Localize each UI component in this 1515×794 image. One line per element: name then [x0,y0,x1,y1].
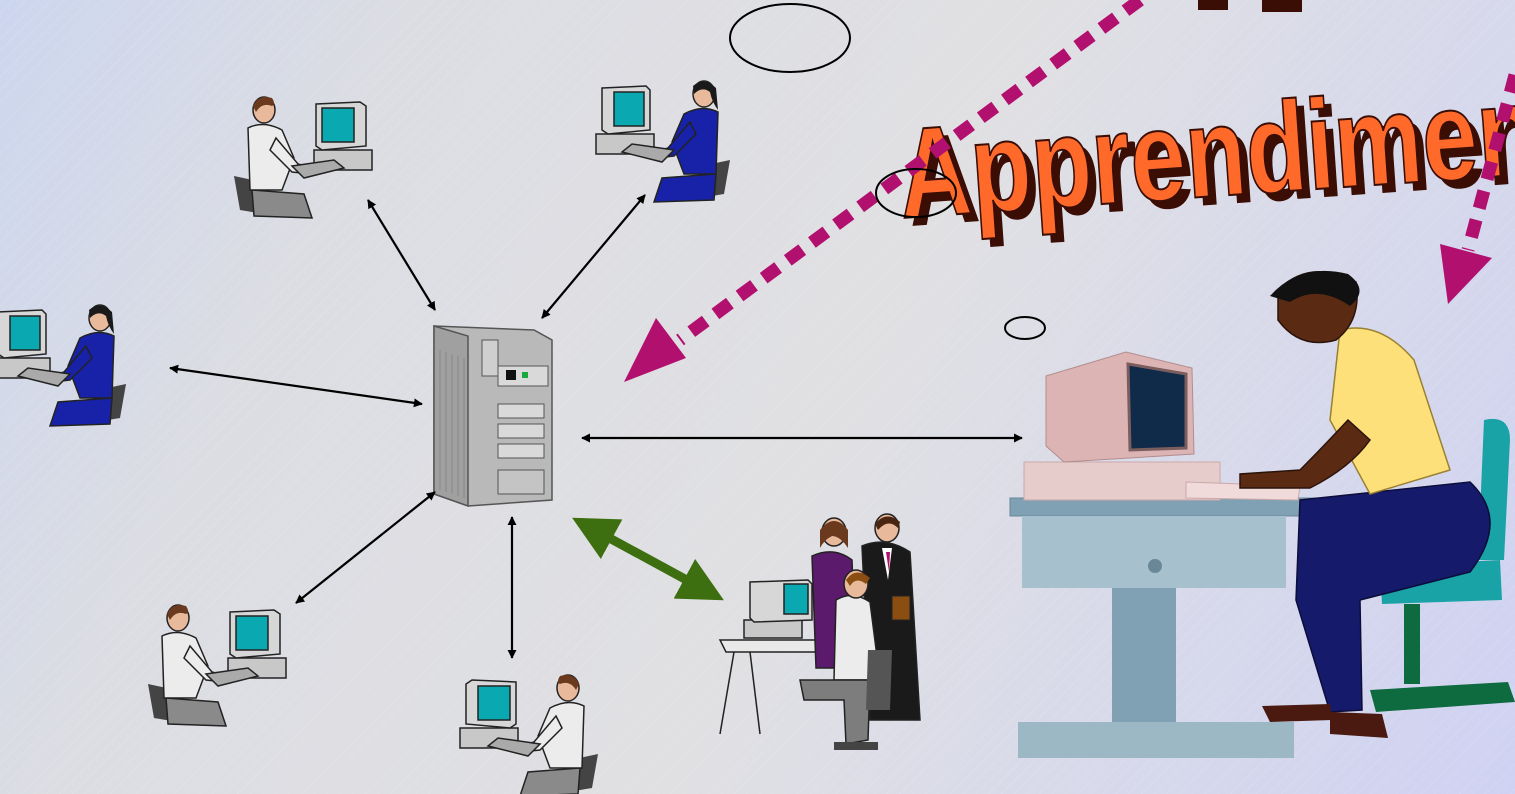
dotted-arrow-head-server [624,318,686,382]
team-at-computer-icon [718,513,921,750]
title-line-fragment [1262,0,1302,12]
thought-bubble-icon [1004,316,1046,340]
tower-server-icon [433,324,553,508]
connector-arrow [367,199,436,311]
person-at-computer-icon [233,96,373,219]
dotted-arrow-head-learner [1440,244,1492,304]
person-at-computer-icon [459,674,599,794]
green-connector-arrow [572,517,724,601]
person-at-computer-icon [595,80,731,203]
title-line-fragment [1198,0,1228,10]
connector-arrow [295,491,436,604]
thought-bubble-icon [729,3,851,73]
connector-arrow [169,364,423,408]
connector-arrow [541,194,646,319]
person-at-computer-icon [0,304,127,427]
dotted-arrow-to-learner [1461,73,1515,252]
woman-at-computer-icon [1009,270,1515,758]
thought-bubble-icon [875,168,957,218]
person-at-computer-icon [147,604,287,727]
